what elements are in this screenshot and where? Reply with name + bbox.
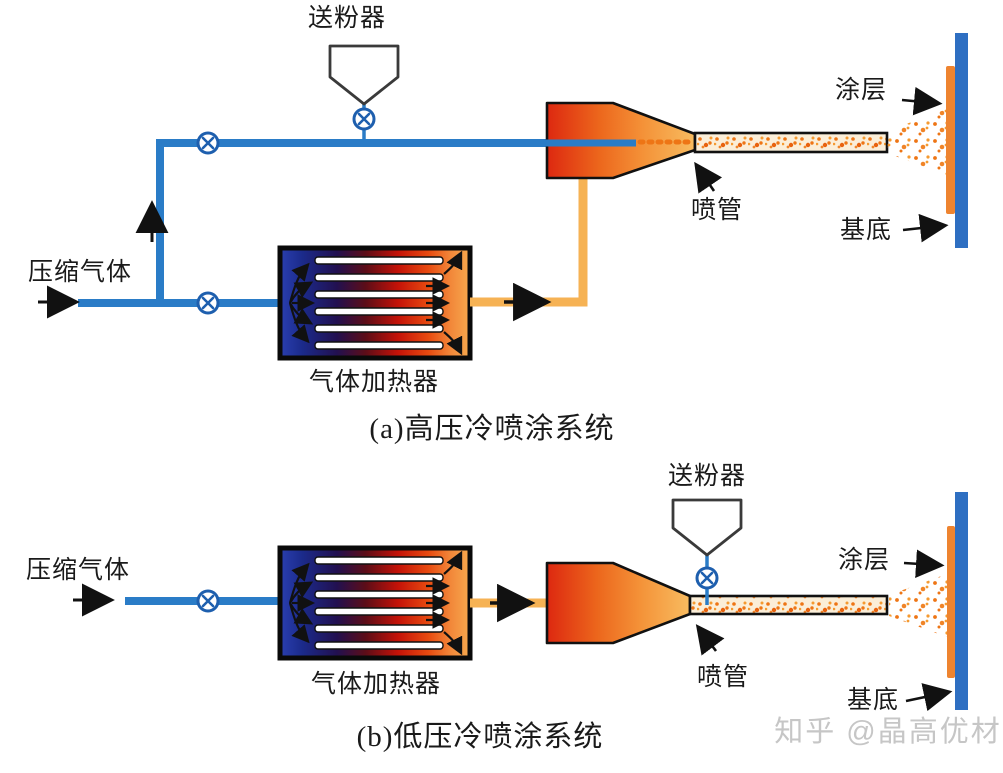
nozzle-pointer-a <box>694 161 723 194</box>
substrate-label-a: 基底 <box>839 217 893 244</box>
valve-inlet-a <box>196 291 220 315</box>
nozzle-label-a: 喷管 <box>690 197 744 224</box>
spray-plume-a <box>887 109 947 175</box>
spray-plume-b <box>889 574 947 637</box>
powder-feeder-label-a: 送粉器 <box>307 5 387 32</box>
gas-loop-pipe-a <box>156 139 636 303</box>
valve-feeder-a <box>352 107 376 131</box>
substrate-pointer-b <box>905 683 953 712</box>
gas-heater-a <box>280 248 470 358</box>
coating-pointer-b <box>903 549 945 579</box>
nozzle-body-b <box>545 561 692 645</box>
hot-gas-pipe-a <box>470 176 588 307</box>
nozzle-label-b: 喷管 <box>696 664 750 691</box>
gas-heater-b <box>280 548 470 658</box>
nozzle-tube-b <box>688 594 889 616</box>
panel-b <box>73 492 968 712</box>
powder-feeder-funnel-b <box>671 498 743 557</box>
valve-feeder-b <box>695 566 719 590</box>
gas-heater-label-a: 气体加热器 <box>308 369 440 396</box>
coating-label-a: 涂层 <box>834 77 888 104</box>
powder-feeder-label-b: 送粉器 <box>667 463 747 490</box>
valve-inlet-b <box>196 589 220 613</box>
compressed-gas-label-a: 压缩气体 <box>27 259 133 286</box>
substrate-label-b: 基底 <box>846 687 900 714</box>
coating-pointer-a <box>901 86 943 116</box>
compressed-gas-label-b: 压缩气体 <box>25 557 131 584</box>
substrate-b <box>955 492 968 710</box>
powder-feeder-funnel-a <box>328 44 400 106</box>
watermark: 知乎 @晶高优材 <box>774 716 1002 748</box>
caption-b: (b)低压冷喷涂系统 <box>356 721 604 753</box>
panel-a <box>38 33 968 358</box>
coating-b <box>947 526 955 678</box>
caption-a: (a)高压冷喷涂系统 <box>369 413 615 445</box>
gas-heater-label-b: 气体加热器 <box>310 671 442 698</box>
coating-a <box>946 66 955 214</box>
substrate-a <box>955 33 968 248</box>
coating-label-b: 涂层 <box>837 547 891 574</box>
valve-top-a <box>196 131 220 155</box>
nozzle-pointer-b <box>695 624 725 656</box>
nozzle-tube-a <box>693 131 889 154</box>
substrate-pointer-a <box>902 213 949 243</box>
